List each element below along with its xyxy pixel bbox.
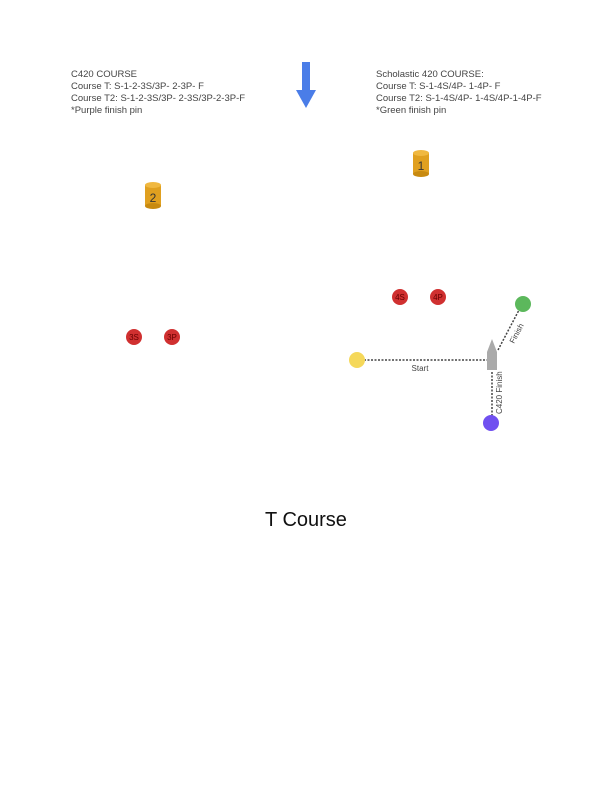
- start-pin-yellow: [349, 352, 365, 368]
- mark-4p-label: 4P: [433, 293, 443, 302]
- committee-boat-icon: [487, 339, 497, 370]
- diagram-title: T Course: [265, 509, 347, 531]
- mark-4s: 4S: [392, 289, 408, 305]
- finish-pin-purple: [483, 415, 499, 431]
- mark-1: 1: [413, 150, 429, 177]
- scholastic-note: *Green finish pin: [376, 105, 447, 116]
- start-line-label: Start: [412, 364, 430, 373]
- mark-3s-label: 3S: [129, 333, 139, 342]
- mark-2-label: 2: [150, 191, 157, 205]
- scholastic-course-t: Course T: S-1-4S/4P- 1-4P- F: [376, 81, 501, 92]
- c420-heading: C420 COURSE: [71, 69, 137, 80]
- mark-1-label: 1: [418, 159, 425, 173]
- scholastic-course-t2: Course T2: S-1-4S/4P- 1-4S/4P-1-4P-F: [376, 93, 542, 104]
- c420-course-t: Course T: S-1-2-3S/3P- 2-3P- F: [71, 81, 204, 92]
- wind-arrow-icon: [296, 62, 316, 108]
- c420-course-notes: C420 COURSE Course T: S-1-2-3S/3P- 2-3P-…: [71, 69, 245, 117]
- mark-3p: 3P: [164, 329, 180, 345]
- c420-course-t2: Course T2: S-1-2-3S/3P- 2-3S/3P-2-3P-F: [71, 93, 246, 104]
- scholastic-heading: Scholastic 420 COURSE:: [376, 69, 484, 80]
- mark-2: 2: [145, 182, 161, 209]
- c420-finish-line-label: C420 Finish: [495, 371, 504, 414]
- finish-pin-green: [515, 296, 531, 312]
- c420-note: *Purple finish pin: [71, 105, 143, 116]
- finish-line: [497, 309, 520, 351]
- finish-line-label: Finish: [508, 322, 526, 345]
- mark-3s: 3S: [126, 329, 142, 345]
- scholastic-course-notes: Scholastic 420 COURSE: Course T: S-1-4S/…: [376, 69, 542, 117]
- mark-3p-label: 3P: [167, 333, 177, 342]
- mark-4p: 4P: [430, 289, 446, 305]
- mark-4s-label: 4S: [395, 293, 405, 302]
